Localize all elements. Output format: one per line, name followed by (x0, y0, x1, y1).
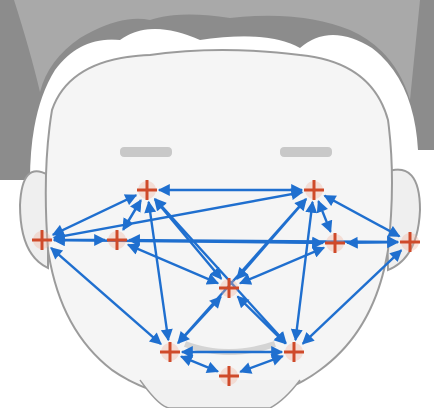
connection-arrow-nose-mouthR (236, 295, 287, 345)
landmark-markers (32, 180, 420, 386)
connection-arrow-mouthL-chin (180, 355, 219, 373)
right-eyebrow (280, 147, 332, 157)
landmark-earR-plus-icon (400, 232, 420, 252)
connection-arrow-nose-mouthL (177, 295, 222, 345)
connection-arrow-earL-browR (52, 188, 304, 242)
landmark-chin-plus-icon (219, 366, 239, 386)
landmark-nose-plus-icon (219, 278, 239, 298)
connection-arrow-browR-earR (323, 194, 401, 238)
hair-highlight (14, 0, 420, 100)
connection-arrow-earL-mouthL (50, 246, 162, 346)
left-eyebrow (120, 147, 172, 157)
landmark-earL-plus-icon (32, 230, 52, 250)
connection-arrow-eyeL-nose (126, 243, 220, 285)
connection-arrow-mouthR-chin (239, 354, 284, 374)
landmark-mouthR-plus-icon (284, 342, 304, 362)
connection-arrow-earR-mouthR (301, 249, 403, 345)
landmark-eyeR-plus-icon (325, 233, 345, 253)
connection-arrows (50, 184, 403, 374)
neck (139, 379, 301, 408)
left-ear (18, 170, 49, 270)
landmark-eyeL-plus-icon (107, 230, 127, 250)
landmark-browR-plus-icon (304, 180, 324, 200)
landmark-browL-plus-icon (137, 180, 157, 200)
landmark-mouthL-plus-icon (160, 342, 180, 362)
